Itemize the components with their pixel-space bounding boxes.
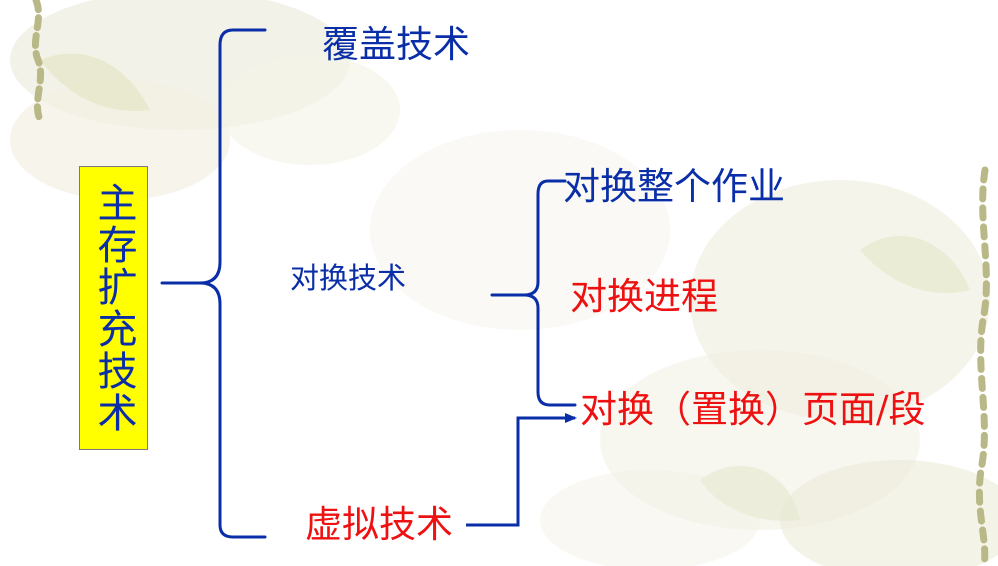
swap-child-process: 对换进程 [570,275,718,318]
branch-overlay: 覆盖技术 [322,23,470,66]
main-brace [160,28,267,539]
branch-virtual: 虚拟技术 [305,503,453,546]
branch-swap: 对换技术 [290,261,407,295]
swap-brace [490,179,577,407]
swap-child-page-segment: 对换（置换）页面/段 [580,388,926,431]
swap-child-whole-job: 对换整个作业 [563,165,785,208]
virtual-arrow [466,413,577,527]
root-node: 主存扩充技术 [79,166,148,450]
root-label: 主存扩充技术 [90,182,137,434]
